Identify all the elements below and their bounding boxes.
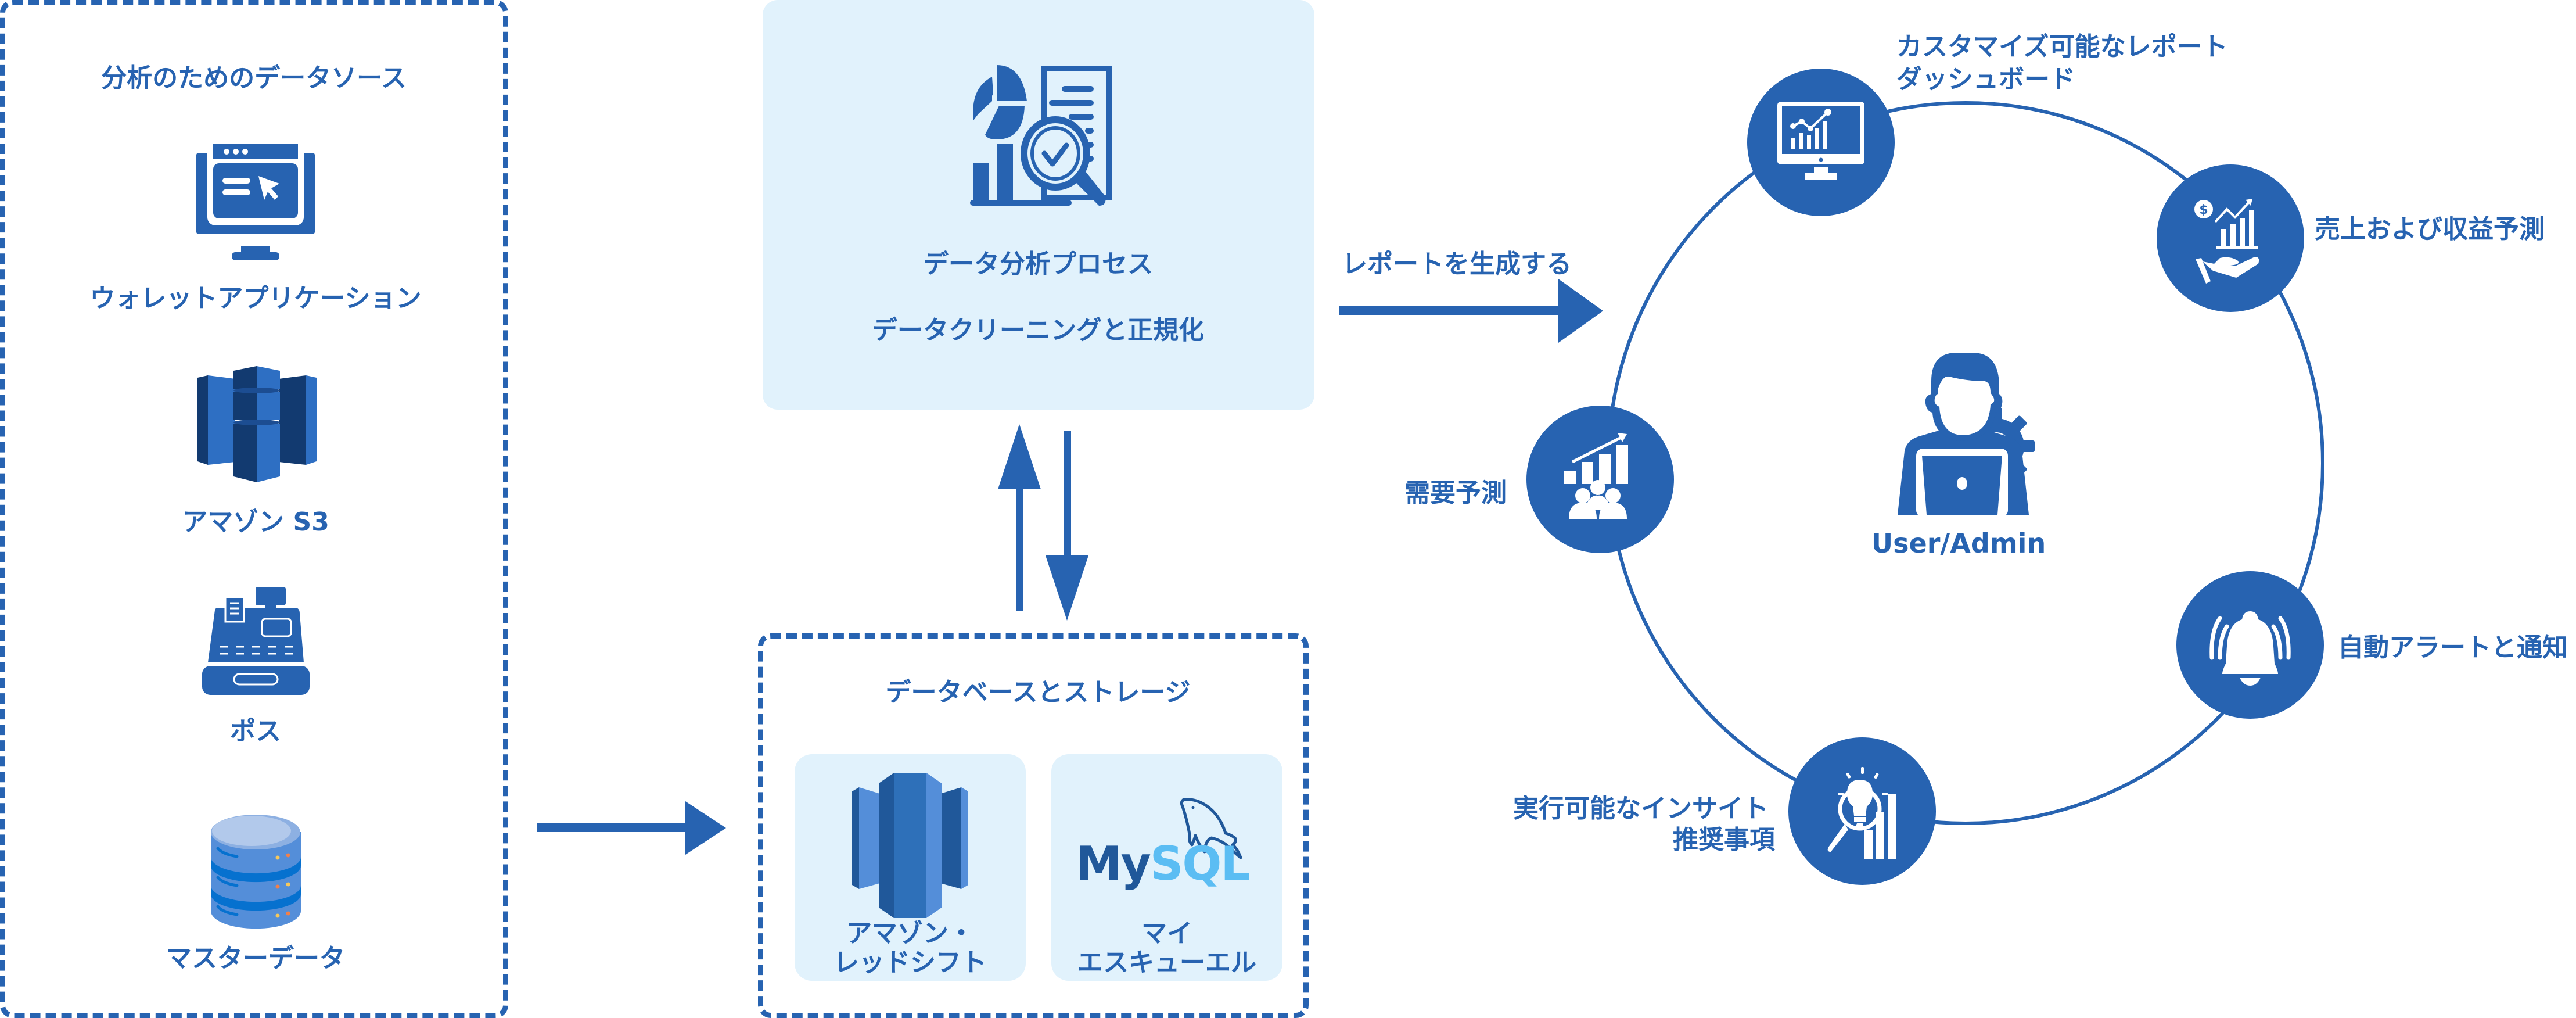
svg-text:$: $ <box>2199 203 2208 217</box>
storage-label-redshift-line2: レッドシフト <box>833 948 987 977</box>
node-dashboard[interactable] <box>1747 68 1895 217</box>
alert-bell-icon <box>2209 611 2291 686</box>
node-sales-forecast-label: 売上および収益予測 <box>2315 214 2545 244</box>
node-demand-forecast[interactable] <box>1526 405 1675 554</box>
insight-bulb-icon <box>1827 767 1896 859</box>
data-sources-group <box>0 0 508 1018</box>
mysql-dolphin-icon <box>1180 798 1242 859</box>
node-demand-forecast-label: 需要予測 <box>1404 478 1507 508</box>
source-label-pos: ポス <box>230 716 281 746</box>
storage-label-mysql-line2: エスキューエル <box>1077 948 1256 977</box>
amazon-s3-icon <box>197 366 317 482</box>
source-label-master-data: マスターデータ <box>166 944 345 973</box>
node-sales-forecast[interactable]: $ <box>2156 164 2305 313</box>
report-arrow-label: レポートを生成する <box>1342 249 1572 279</box>
database-icon <box>211 815 301 929</box>
node-dashboard-label-line1: カスタマイズ可能なレポート <box>1896 32 2228 62</box>
mysql-logo-sql: SQL <box>1149 837 1251 891</box>
storage-title: データベースとストレージ <box>885 678 1191 707</box>
hub-center-label: User/Admin <box>1871 528 2046 559</box>
arrow-storage-to-process <box>998 424 1041 611</box>
node-insights-label-line1: 実行可能なインサイト <box>1513 794 1769 823</box>
web-application-icon <box>196 144 315 260</box>
mysql-logo-text: MySQL <box>1076 837 1251 891</box>
node-insights-label-line2: 推奨事項 <box>1673 825 1775 855</box>
node-alerts-label: 自動アラートと通知 <box>2338 633 2568 662</box>
node-dashboard-label-line2: ダッシュボード <box>1896 64 2075 94</box>
node-alerts[interactable] <box>2176 571 2324 719</box>
arrow-process-to-storage <box>1046 431 1088 621</box>
arrow-sources-to-storage <box>537 801 726 855</box>
mysql-logo-my: My <box>1076 837 1151 891</box>
data-analysis-icon <box>970 65 1112 206</box>
node-insights[interactable] <box>1788 737 1937 886</box>
storage-label-redshift-line1: アマゾン・ <box>846 919 974 948</box>
amazon-redshift-icon <box>852 773 968 918</box>
storage-card-mysql <box>1051 754 1282 981</box>
demand-forecast-icon <box>1564 433 1628 519</box>
arrow-process-to-hub <box>1339 279 1603 343</box>
database-storage-group <box>758 633 1309 1018</box>
data-sources-title: 分析のためのデータソース <box>101 63 407 93</box>
user-admin-icon <box>1898 353 2035 517</box>
sales-forecast-icon: $ <box>2194 199 2259 284</box>
source-label-amazon-s3: アマゾン S3 <box>182 507 329 537</box>
process-title: データ分析プロセス <box>923 249 1153 279</box>
source-label-wallet-app: ウォレットアプリケーション <box>89 284 422 313</box>
process-subtitle: データクリーニングと正規化 <box>872 316 1204 345</box>
cash-register-icon <box>202 587 310 695</box>
dashboard-monitor-icon <box>1777 102 1864 180</box>
storage-label-mysql-line1: マイ <box>1141 919 1192 948</box>
